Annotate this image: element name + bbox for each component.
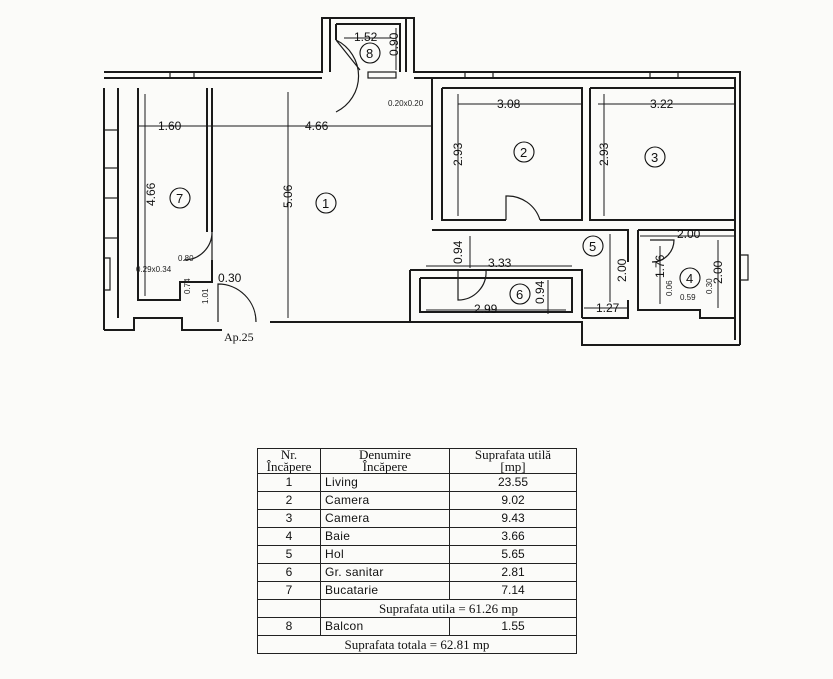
- room-marker-5: 5: [582, 235, 604, 257]
- dim-entry-c: 0.30: [218, 271, 242, 285]
- dim-wc-width: 3.33: [488, 256, 512, 270]
- dim-room3-depth: 2.93: [597, 142, 611, 166]
- room-marker-3: 3: [644, 146, 666, 168]
- dim-kitchen-width: 1.60: [158, 119, 182, 133]
- dim-bath-small: 0.06: [665, 280, 674, 296]
- dim-room2-width: 3.08: [497, 97, 521, 111]
- svg-text:3: 3: [651, 150, 658, 165]
- entry-label: Ap.25: [224, 330, 254, 344]
- dim-bath-inner: 1.76: [653, 254, 667, 278]
- row-nr: 6: [257, 563, 321, 582]
- dim-balcony-depth: 0.90: [387, 32, 401, 56]
- dim-bath-depth: 2.00: [711, 260, 725, 284]
- room-marker-2: 2: [513, 141, 535, 163]
- row-name: Baie: [320, 527, 450, 546]
- room-markers: 1 2 3 4 5 6 7 8: [169, 42, 701, 305]
- row-name: Hol: [320, 545, 450, 564]
- room-marker-1: 1: [315, 192, 337, 214]
- doors: [183, 39, 675, 323]
- row-area: 5.65: [449, 545, 577, 564]
- row-name: Gr. sanitar: [320, 563, 450, 582]
- dim-hall-top: 0.94: [451, 240, 465, 264]
- row-area: 1.55: [449, 617, 577, 636]
- row-area: 7.14: [449, 581, 577, 600]
- row-area: 3.66: [449, 527, 577, 546]
- dimension-labels: 1.52 0.90 0.20x0.20 1.60 4.66 4.66 5.06 …: [136, 30, 725, 316]
- row-nr: 4: [257, 527, 321, 546]
- row-area: 23.55: [449, 473, 577, 492]
- total-value: Suprafata totala = 62.81 mp: [257, 635, 577, 654]
- dim-room2-depth: 2.93: [451, 142, 465, 166]
- interior-walls: [104, 78, 749, 322]
- outer-walls: [103, 17, 741, 346]
- dim-bath-side: 0.30: [705, 278, 714, 294]
- table-row: 5 Hol 5.65: [257, 545, 577, 564]
- subtotal-value: Suprafata utila = 61.26 mp: [320, 599, 577, 618]
- svg-text:7: 7: [176, 191, 183, 206]
- floor-plan: 1.52 0.90 0.20x0.20 1.60 4.66 4.66 5.06 …: [103, 17, 749, 346]
- table-row: 8 Balcon 1.55: [257, 617, 577, 636]
- dim-hall-width: 1.27: [596, 301, 620, 315]
- dim-kitchen-depth: 4.66: [144, 182, 158, 206]
- dim-balcony-width: 1.52: [354, 30, 378, 44]
- windows: [103, 71, 679, 239]
- svg-text:5: 5: [589, 239, 596, 254]
- table-row: 4 Baie 3.66: [257, 527, 577, 546]
- dim-room3-width: 3.22: [650, 97, 674, 111]
- table-row: 1 Living 23.55: [257, 473, 577, 492]
- svg-text:4: 4: [686, 271, 693, 286]
- svg-text:2: 2: [520, 145, 527, 160]
- header-nr: Nr.Încăpere: [257, 448, 321, 474]
- row-nr: 8: [257, 617, 321, 636]
- subtotal-row: Suprafata utila = 61.26 mp: [257, 599, 577, 618]
- row-name: Living: [320, 473, 450, 492]
- dim-kitchen-door: 0.80: [178, 254, 194, 263]
- row-name: Camera: [320, 509, 450, 528]
- table-row: 2 Camera 9.02: [257, 491, 577, 510]
- dim-living-width: 4.66: [305, 119, 329, 133]
- room-marker-6: 6: [509, 283, 531, 305]
- room-marker-7: 7: [169, 187, 191, 209]
- dim-wc-depth: 0.94: [533, 280, 547, 304]
- row-area: 9.43: [449, 509, 577, 528]
- table-row: 6 Gr. sanitar 2.81: [257, 563, 577, 582]
- svg-text:8: 8: [366, 46, 373, 61]
- row-name: Bucatarie: [320, 581, 450, 600]
- dim-wc-inner: 2.99: [474, 302, 498, 316]
- dim-bath-width: 2.00: [677, 227, 701, 241]
- row-nr: 5: [257, 545, 321, 564]
- row-name: Balcon: [320, 617, 450, 636]
- row-area: 2.81: [449, 563, 577, 582]
- dim-small-note: 0.20x0.20: [388, 99, 424, 108]
- table-row: 3 Camera 9.43: [257, 509, 577, 528]
- table-row: 7 Bucatarie 7.14: [257, 581, 577, 600]
- row-nr: 7: [257, 581, 321, 600]
- dim-hall-height: 2.00: [615, 258, 629, 282]
- svg-text:6: 6: [516, 287, 523, 302]
- dimension-lines: [138, 28, 735, 318]
- dim-kitchen-corner: 0.29x0.34: [136, 265, 172, 274]
- row-nr: 1: [257, 473, 321, 492]
- dim-entry-b: 1.01: [201, 288, 210, 304]
- subtotal-blank: [257, 599, 321, 618]
- dim-bath-door: 0.59: [680, 293, 696, 302]
- total-row: Suprafata totala = 62.81 mp: [257, 635, 577, 654]
- row-area: 9.02: [449, 491, 577, 510]
- dim-entry-a: 0.74: [183, 278, 192, 294]
- row-nr: 3: [257, 509, 321, 528]
- room-marker-8: 8: [359, 42, 381, 64]
- header-area: Suprafata utilă[mp]: [449, 448, 577, 474]
- svg-text:1: 1: [322, 196, 329, 211]
- room-marker-4: 4: [679, 267, 701, 289]
- row-name: Camera: [320, 491, 450, 510]
- dim-living-depth: 5.06: [281, 184, 295, 208]
- row-nr: 2: [257, 491, 321, 510]
